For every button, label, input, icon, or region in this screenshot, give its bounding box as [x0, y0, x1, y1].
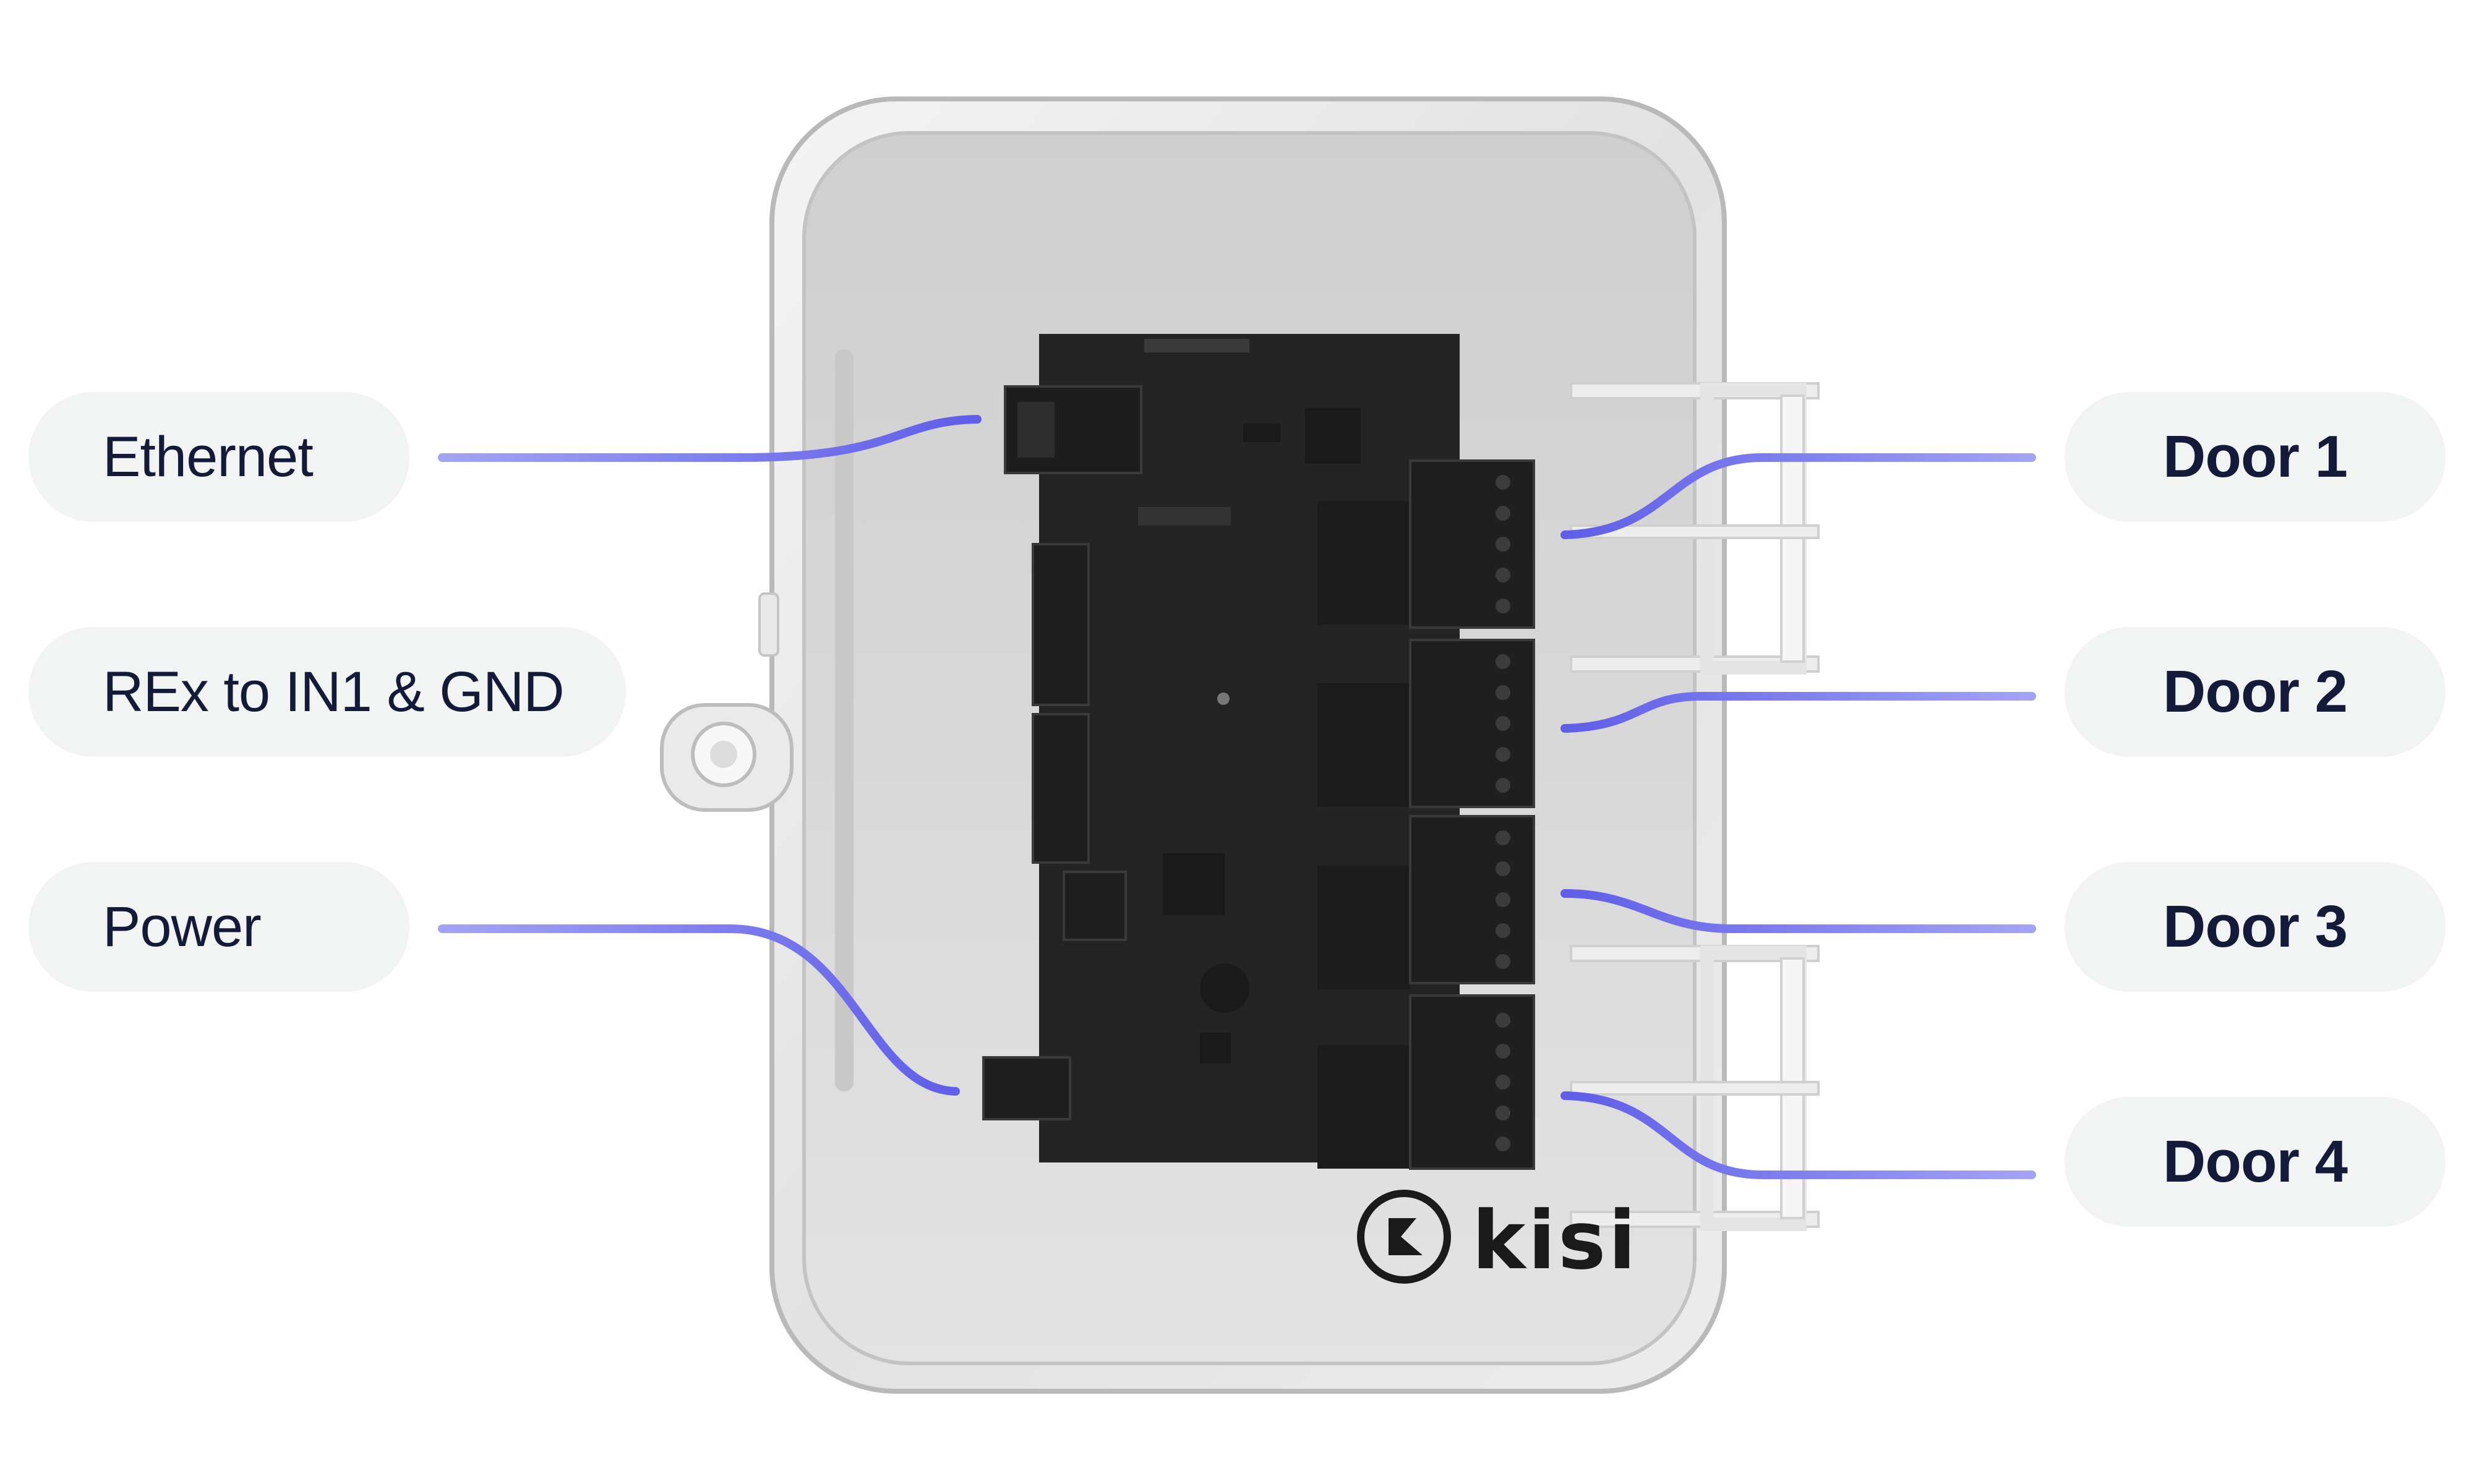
power-connector-line: [438, 924, 960, 1096]
ethernet-connector-line: [438, 415, 982, 462]
door1-terminal: [1409, 459, 1535, 629]
door2-terminal: [1409, 639, 1535, 808]
controller-board: [982, 334, 1535, 1170]
label-door-4: Door 4: [2065, 1097, 2446, 1227]
connector-lines: [438, 415, 2036, 1179]
mounting-tab: [660, 592, 794, 812]
label-door-3: Door 3: [2065, 862, 2446, 992]
label-door-3-text: Door 3: [2162, 893, 2348, 960]
label-door-1: Door 1: [2065, 392, 2446, 522]
label-power: Power: [28, 862, 409, 992]
label-door-2: Door 2: [2065, 627, 2446, 757]
door1-connector-line: [1560, 453, 2036, 539]
label-door-1-text: Door 1: [2162, 424, 2348, 490]
hinge-top: [1570, 382, 1820, 675]
door2-connector-line: [1560, 692, 2036, 733]
kisi-logo: [1357, 1190, 1451, 1284]
label-ethernet-text: Ethernet: [103, 425, 314, 488]
label-ethernet: Ethernet: [28, 392, 409, 522]
power-connector: [982, 1056, 1071, 1120]
label-door-4-text: Door 4: [2162, 1128, 2348, 1195]
door4-terminal: [1409, 994, 1535, 1170]
label-power-text: Power: [103, 895, 262, 958]
hinge-bottom: [1570, 945, 1820, 1231]
door3-terminal: [1409, 815, 1535, 984]
label-rex-text: REx to IN1 & GND: [103, 660, 565, 723]
label-rex: REx to IN1 & GND: [28, 627, 626, 757]
door4-connector-line: [1560, 1091, 2036, 1179]
label-door-2-text: Door 2: [2162, 659, 2348, 725]
brand-logo-text: kisi: [1472, 1193, 1638, 1287]
door3-connector-line: [1560, 889, 2036, 933]
